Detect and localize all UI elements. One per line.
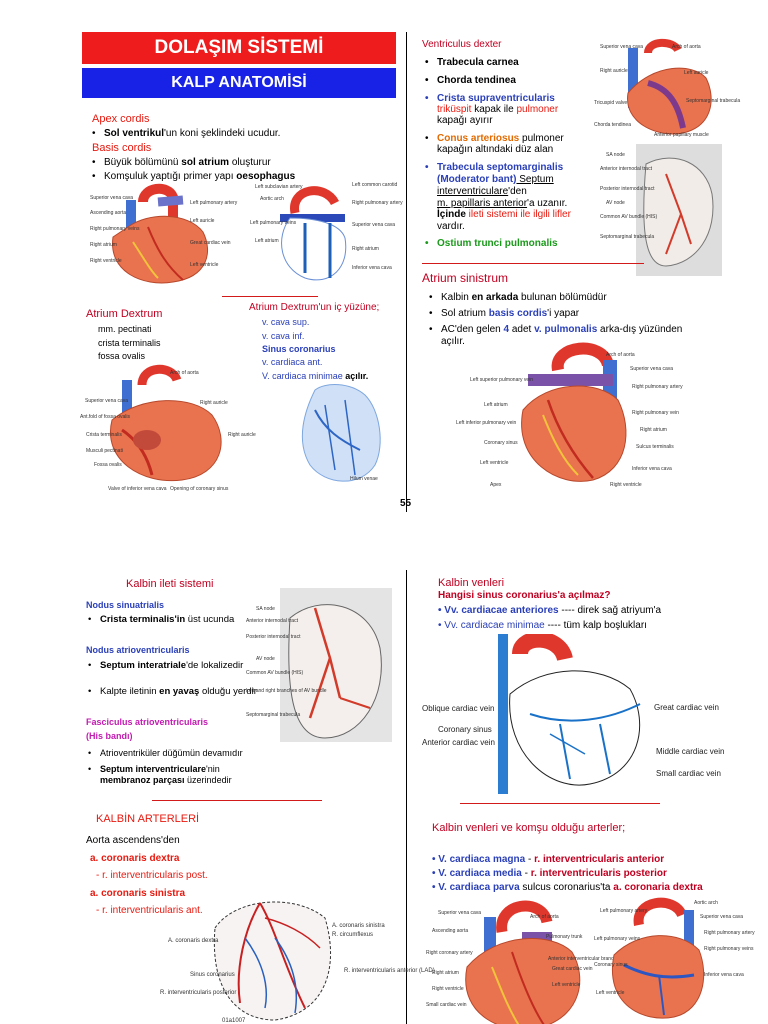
venler-heading: Kalbin venleri <box>438 577 505 589</box>
atrium-dextrum-item: crista terminalis <box>98 338 161 348</box>
vein-label: Great cardiac vein <box>654 703 719 712</box>
basis-item-2: Komşuluk yaptığı primer yapı oesophagus <box>92 171 295 183</box>
ileti-item: Atrioventriküler düğümün devamıdır <box>88 747 243 759</box>
artery-label: A. coronaris sinistra <box>332 923 385 929</box>
section-rule <box>422 263 644 264</box>
apex-heading: Apex cordis <box>92 113 150 125</box>
ileti-item: Kalpte iletinin en yavaş olduğu yerdir <box>88 686 257 698</box>
column-divider <box>406 570 407 1024</box>
ventriculus-item: Ostium trunci pulmonalis <box>425 238 558 250</box>
ventriculus-item-line: m. papillaris anterior'a uzanır. <box>437 198 568 209</box>
ileti-item: Crista terminalis'in üst ucunda <box>88 614 234 626</box>
vein-label: Small cardiac vein <box>656 769 721 778</box>
page-title: DOLAŞIM SİSTEMİ <box>82 32 396 64</box>
artery-label: R. interventricularis anterior (LAD) <box>344 968 435 974</box>
atrium-ic-v5: V. cardiaca minimae açılır. <box>262 371 369 381</box>
ventriculus-item: Crista supraventricularis <box>425 93 555 105</box>
komsu-row-3: • V. cardiaca parva sulcus coronarius'ta… <box>432 882 703 893</box>
komsu-row-1: • V. cardiaca magna - r. interventricula… <box>432 854 665 865</box>
section-rule <box>152 800 322 801</box>
vein-label: Oblique cardiac vein <box>422 704 495 713</box>
ventriculus-item-line: (Moderator bant) Septum <box>437 174 554 185</box>
arterler-heading: KALBİN ARTERLERİ <box>96 813 200 825</box>
arterler-a2-sub: - r. interventricularis ant. <box>96 905 203 916</box>
heart-posterior-veins-illustration <box>612 897 705 1019</box>
heart-anterior-veins-illustration <box>465 900 581 1024</box>
column-divider <box>406 32 407 512</box>
ventriculus-item: Chorda tendinea <box>425 75 516 87</box>
ventriculus-item: Conus arteriosus pulmoner <box>425 133 564 145</box>
ileti-item-line: membranoz parçası üzerindedir <box>100 775 232 785</box>
ileti-item: Septum interventriculare'nin <box>88 763 220 775</box>
ventriculus-item-line: vardır. <box>437 221 465 232</box>
ileti-nodus-1: Nodus sinuatrialis <box>86 600 165 610</box>
artery-label: Sinus coronarius <box>190 972 235 978</box>
arterler-a1-sub: - r. interventricularis post. <box>96 870 208 881</box>
conduction-system-illustration <box>280 588 392 742</box>
artery-label: R. interventricularis posterior <box>160 990 237 996</box>
page-number: 55 <box>400 498 412 509</box>
section-rule <box>460 803 660 804</box>
ileti-item: Septum interatriale'de lokalizedir <box>88 660 243 672</box>
atrium-sinistrum-heading: Atrium sinistrum <box>422 271 509 285</box>
heart-posterior-illustration <box>280 186 347 281</box>
heart-anterior-illustration <box>112 183 209 284</box>
arterler-intro: Aorta ascendens'den <box>86 835 180 846</box>
vein-label: Coronary sinus <box>438 725 492 734</box>
ventriculus-item-line: kapağın altındaki düz alan <box>437 144 554 155</box>
artery-label: 01a1007 <box>222 1018 246 1024</box>
atrium-sinistrum-item: Kalbin en arkada bulunan bölümüdür <box>429 292 607 304</box>
artery-label: A. coronaris dextra <box>168 938 219 944</box>
section-rule <box>222 296 318 297</box>
atrium-ic-v2: v. cava inf. <box>262 331 305 341</box>
ventriculus-item: Trabecula septomarginalis <box>425 162 563 174</box>
atrium-dextrum-item: fossa ovalis <box>98 351 146 361</box>
ventriculus-item: Trabecula carnea <box>425 57 519 69</box>
venous-heart-illustration <box>301 384 381 482</box>
atrium-ic-heading: Atrium Dextrum'un iç yüzüne; <box>249 302 380 313</box>
atrium-sinistrum-item: Sol atrium basis cordis'i yapar <box>429 308 579 320</box>
vein-label: Anterior cardiac vein <box>422 738 495 747</box>
ventriculus-item-line: interventriculare'den <box>437 186 527 197</box>
coronary-artery-illustration <box>213 901 332 1021</box>
ileti-heading: Kalbin ileti sistemi <box>126 578 214 590</box>
right-atrium-illustration <box>110 364 222 482</box>
ileti-fasciculus: Fasciculus atrioventricularis <box>86 717 209 727</box>
ileti-nodus-2: Nodus atrioventricularis <box>86 645 190 655</box>
artery-label: R. circumflexus <box>332 932 374 938</box>
conduction-section-illustration <box>636 144 722 276</box>
ventriculus-item-line: kapağı ayırır <box>437 115 493 126</box>
komsu-row-2: • V. cardiaca media - r. interventricula… <box>432 868 667 879</box>
arterler-a1: a. coronaris dextra <box>90 853 180 864</box>
atrium-ic-v4: v. cardiaca ant. <box>262 357 323 367</box>
left-atrium-illustration <box>521 342 627 482</box>
venler-item-1: • Vv. cardiacae anteriores ---- direk sa… <box>438 605 662 616</box>
basis-item-1: Büyük bölümünü sol atrium oluşturur <box>92 157 271 169</box>
arterler-a2: a. coronaris sinistra <box>90 888 186 899</box>
ventriculus-item-line: İçinde ileti sistemi ile ilgili lifler <box>437 209 571 220</box>
atrium-sinistrum-item: AC'den gelen 4 adet v. pulmonalis arka-d… <box>429 324 682 336</box>
apex-item: Sol ventrikul'un koni şeklindeki ucudur. <box>92 128 280 140</box>
atrium-sinistrum-item-line: açılır. <box>441 336 465 347</box>
ventriculus-item-line: triküspit kapak ile pulmoner <box>437 104 559 115</box>
komsu-heading: Kalbin venleri ve komşu olduğu arterler; <box>432 822 626 834</box>
atrium-ic-v1: v. cava sup. <box>262 317 310 327</box>
right-ventricle-illustration <box>627 38 712 135</box>
venler-item-2: • Vv. cardiacae minimae ---- tüm kalp bo… <box>438 620 647 631</box>
ventriculus-heading: Ventriculus dexter <box>422 39 502 50</box>
atrium-dextrum-item: mm. pectinati <box>98 324 152 334</box>
atrium-dextrum-heading: Atrium Dextrum <box>86 308 163 320</box>
atrium-ic-v3: Sinus coronarius <box>262 344 336 354</box>
cardiac-veins-illustration <box>498 634 641 794</box>
venler-question: Hangisi sinus coronarius'a açılmaz? <box>438 590 611 601</box>
basis-heading: Basis cordis <box>92 142 152 154</box>
page-subtitle: KALP ANATOMİSİ <box>82 68 396 98</box>
vein-label: Middle cardiac vein <box>656 747 725 756</box>
ileti-his: (His bandı) <box>86 731 133 741</box>
